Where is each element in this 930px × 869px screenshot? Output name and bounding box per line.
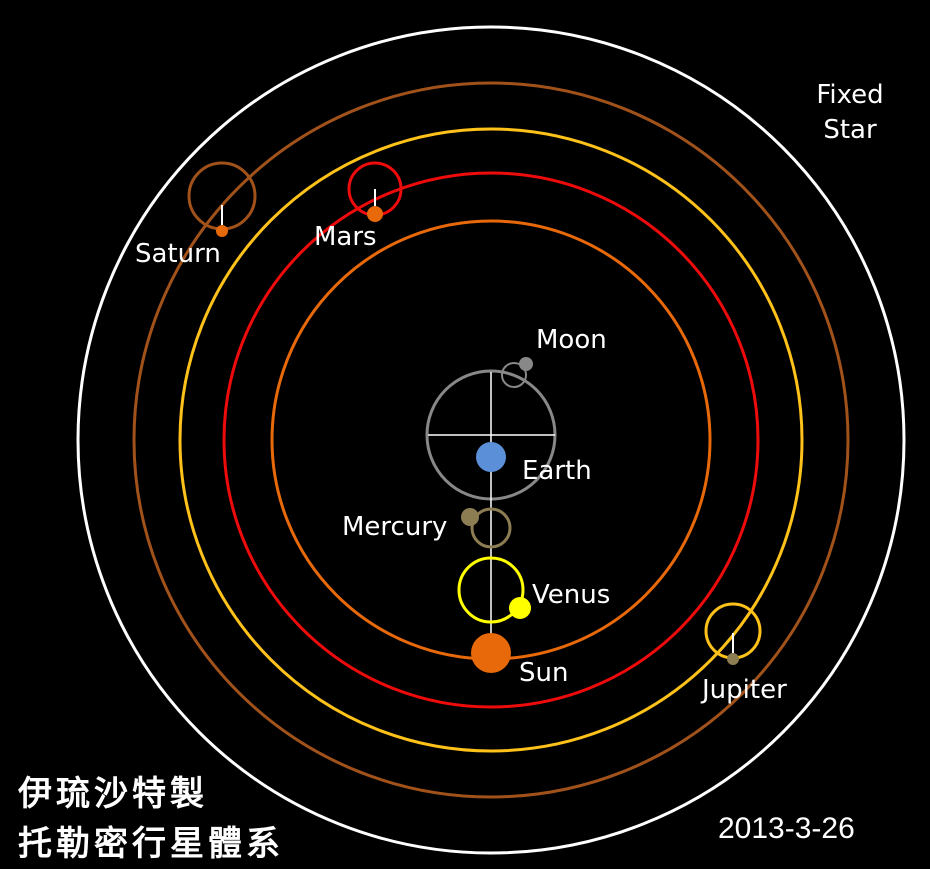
moon-epicycle xyxy=(501,362,527,388)
venus-epicycle xyxy=(457,556,525,624)
saturn-body xyxy=(216,225,228,237)
jupiter-deferent xyxy=(178,127,804,753)
saturn-deferent xyxy=(132,81,850,799)
earth-label: Earth xyxy=(522,456,592,486)
moon-label: Moon xyxy=(536,325,607,355)
mercury-label: Mercury xyxy=(342,512,447,542)
author-caption: 伊琉沙特製 xyxy=(17,774,208,814)
fixed-star-sphere xyxy=(76,25,906,855)
jupiter-body xyxy=(727,653,739,665)
earth-body xyxy=(476,442,506,472)
saturn-label: Saturn xyxy=(135,239,221,269)
fixed-star-label-line2: Star xyxy=(823,115,877,145)
venus-body xyxy=(509,597,531,619)
mercury-epicycle xyxy=(470,507,512,549)
moon-body xyxy=(519,357,533,371)
venus-label: Venus xyxy=(532,580,610,610)
mars-label: Mars xyxy=(314,222,377,252)
mars-deferent xyxy=(222,171,760,709)
jupiter-label: Jupiter xyxy=(700,675,787,705)
fixed-star-label-line1: Fixed xyxy=(816,80,883,110)
mars-body xyxy=(367,206,383,222)
title-caption: 托勒密行星體系 xyxy=(18,824,284,864)
mercury-body xyxy=(461,508,479,526)
date-label: 2013-3-26 xyxy=(718,812,855,845)
sun-label: Sun xyxy=(519,658,568,688)
sun-body xyxy=(471,633,511,673)
